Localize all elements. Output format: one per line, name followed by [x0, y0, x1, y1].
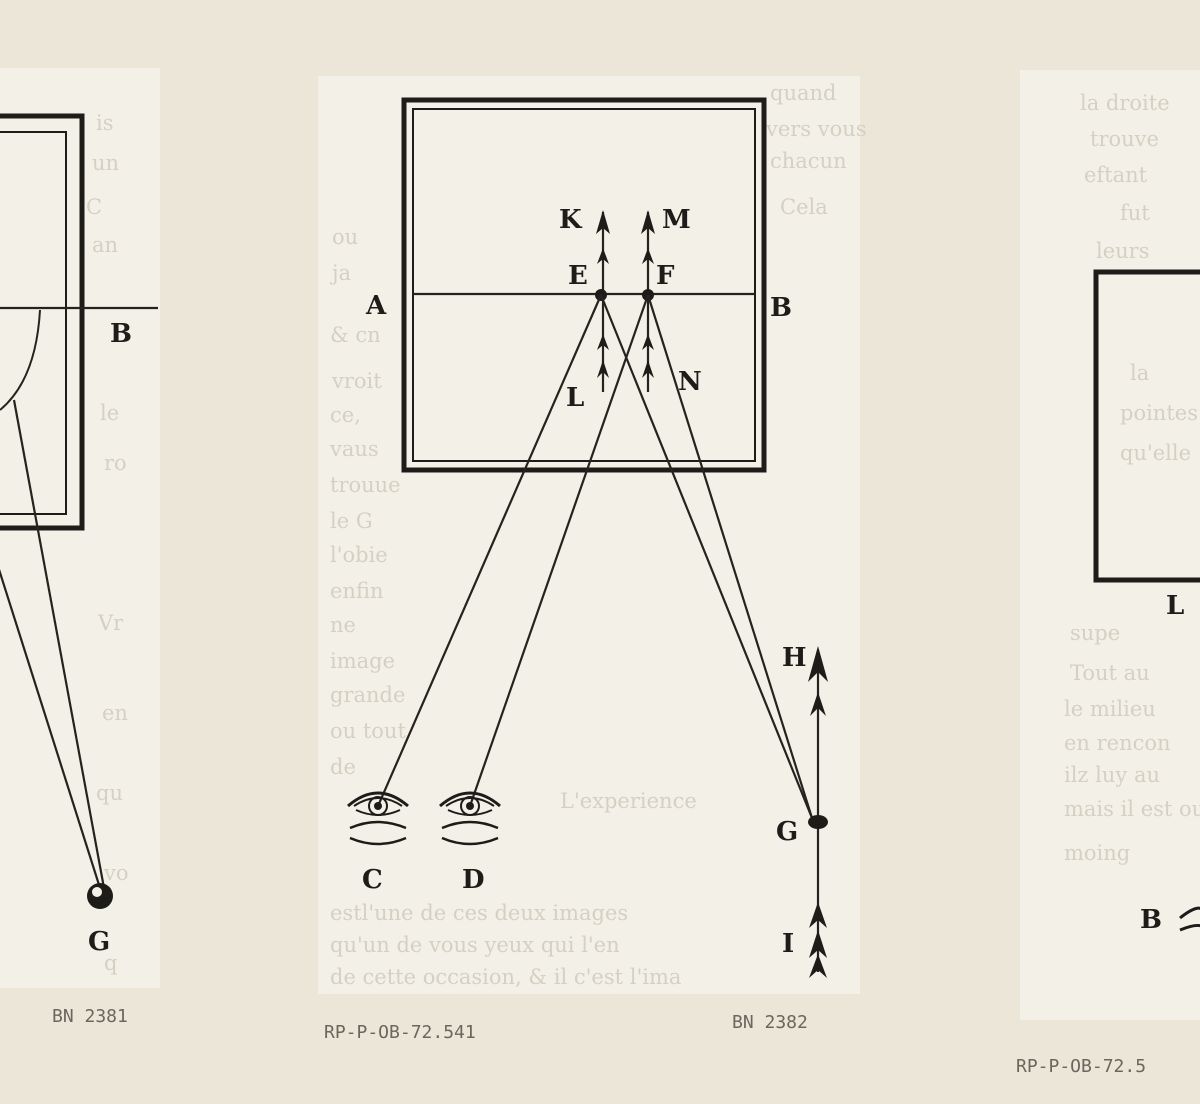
arrow-icon — [596, 210, 610, 234]
svg-text:le: le — [100, 401, 119, 425]
left-print-fragment: is un C an le ro Vr en qu vo q B G — [0, 68, 160, 988]
svg-text:le G: le G — [330, 509, 373, 533]
svg-text:en: en — [102, 701, 128, 725]
right-inventory-number: RP-P-OB-72.5 — [1016, 1056, 1146, 1077]
left-frame-inner — [0, 131, 67, 515]
left-ray-2 — [12, 399, 106, 889]
svg-text:ce,: ce, — [330, 403, 361, 427]
svg-text:L'experience: L'experience — [560, 789, 697, 813]
arrow-mn — [641, 210, 655, 392]
svg-text:ne: ne — [330, 613, 356, 637]
label-g: G — [776, 817, 798, 847]
arrow-icon — [808, 646, 828, 682]
label-m: M — [662, 205, 691, 235]
right-mark — [1179, 906, 1200, 920]
visual-rays — [376, 294, 814, 819]
right-label-l: L — [1166, 591, 1184, 621]
svg-text:moing: moing — [1064, 841, 1130, 865]
label-k: K — [559, 205, 583, 235]
point-g — [808, 815, 828, 829]
left-sheet-number: BN 2381 — [52, 1006, 128, 1027]
left-label-g: G — [88, 927, 110, 957]
svg-text:Tout au: Tout au — [1070, 661, 1150, 685]
center-frame-outer — [401, 97, 767, 473]
left-label-b: B — [110, 319, 132, 349]
svg-text:qu'elle: qu'elle — [1120, 441, 1191, 465]
svg-text:la: la — [1130, 361, 1149, 385]
svg-text:de: de — [330, 755, 356, 779]
svg-text:fut: fut — [1120, 201, 1150, 225]
svg-text:Cela: Cela — [780, 195, 828, 219]
left-point-g-highlight — [92, 887, 102, 897]
label-f: F — [656, 261, 675, 291]
center-frame-inner — [412, 108, 756, 462]
svg-text:ja: ja — [329, 261, 351, 285]
svg-text:an: an — [92, 233, 118, 257]
svg-text:ou tout: ou tout — [330, 719, 406, 743]
left-curve — [0, 309, 41, 411]
label-a: A — [365, 291, 387, 321]
right-paper — [1020, 70, 1200, 1020]
svg-text:ou: ou — [332, 225, 358, 249]
label-n: N — [678, 367, 702, 397]
svg-text:Vr: Vr — [97, 611, 124, 635]
label-i: I — [782, 929, 794, 959]
center-inventory-number: RP-P-OB-72.541 — [324, 1022, 476, 1043]
svg-text:de cette occasion, & il c'est: de cette occasion, & il c'est l'ima — [330, 965, 681, 989]
svg-text:pointes: pointes — [1120, 401, 1198, 425]
right-label-b: B — [1140, 905, 1162, 935]
svg-text:eftant: eftant — [1084, 163, 1148, 187]
svg-text:mais il est ou: mais il est ou — [1064, 797, 1200, 821]
svg-text:vers vous: vers vous — [765, 117, 867, 141]
svg-text:chacun: chacun — [770, 149, 847, 173]
svg-text:& cn: & cn — [330, 323, 381, 347]
pencil-annotations: BN 2381 RP-P-OB-72.541 BN 2382 RP-P-OB-7… — [52, 1006, 1146, 1077]
svg-text:vaus: vaus — [329, 437, 379, 461]
svg-text:enfin: enfin — [330, 579, 383, 603]
svg-text:le milieu: le milieu — [1064, 697, 1156, 721]
svg-text:quand: quand — [770, 81, 836, 105]
svg-text:grande: grande — [330, 683, 405, 707]
svg-text:vo: vo — [103, 861, 129, 885]
svg-text:is: is — [96, 111, 114, 135]
center-paper — [318, 76, 860, 994]
svg-text:qu: qu — [96, 781, 123, 805]
svg-text:leurs: leurs — [1096, 239, 1149, 263]
svg-text:ilz luy au: ilz luy au — [1064, 763, 1160, 787]
svg-text:ro: ro — [104, 451, 127, 475]
svg-text:qu'un de vous yeux qui l'en: qu'un de vous yeux qui l'en — [330, 933, 620, 957]
svg-text:en rencon: en rencon — [1064, 731, 1171, 755]
svg-text:la droite: la droite — [1080, 91, 1170, 115]
svg-text:l'obie: l'obie — [330, 543, 388, 567]
label-c: C — [362, 865, 383, 895]
center-ghost-text: quand vers vous chacun Cela ou ja & cn v… — [329, 81, 867, 989]
label-l: L — [566, 383, 584, 413]
svg-text:estl'une de ces deux images: estl'une de ces deux images — [330, 901, 628, 925]
svg-text:trouue: trouue — [330, 473, 401, 497]
left-ghost-text: is un C an le ro Vr en qu vo q — [86, 111, 129, 975]
center-sheet-number: BN 2382 — [732, 1012, 808, 1033]
left-ray-1 — [0, 568, 102, 889]
label-h: H — [782, 643, 807, 673]
label-b: B — [770, 293, 792, 323]
label-e: E — [568, 261, 588, 291]
svg-text:un: un — [92, 151, 119, 175]
svg-text:supe: supe — [1070, 621, 1120, 645]
center-print: quand vers vous chacun Cela ou ja & cn v… — [318, 76, 867, 994]
svg-text:vroit: vroit — [331, 369, 382, 393]
svg-text:trouve: trouve — [1090, 127, 1159, 151]
left-frame-outer — [0, 113, 85, 531]
label-d: D — [462, 865, 485, 895]
arrow-icon — [641, 210, 655, 234]
right-frame — [1093, 269, 1200, 583]
right-print-fragment: la droite trouve eftant fut leurs la poi… — [1020, 70, 1200, 1020]
svg-text:q: q — [104, 951, 117, 975]
right-ghost-text: la droite trouve eftant fut leurs la poi… — [1064, 91, 1200, 865]
arrow-hgi — [808, 646, 828, 978]
svg-text:image: image — [330, 649, 395, 673]
svg-text:C: C — [86, 195, 102, 219]
